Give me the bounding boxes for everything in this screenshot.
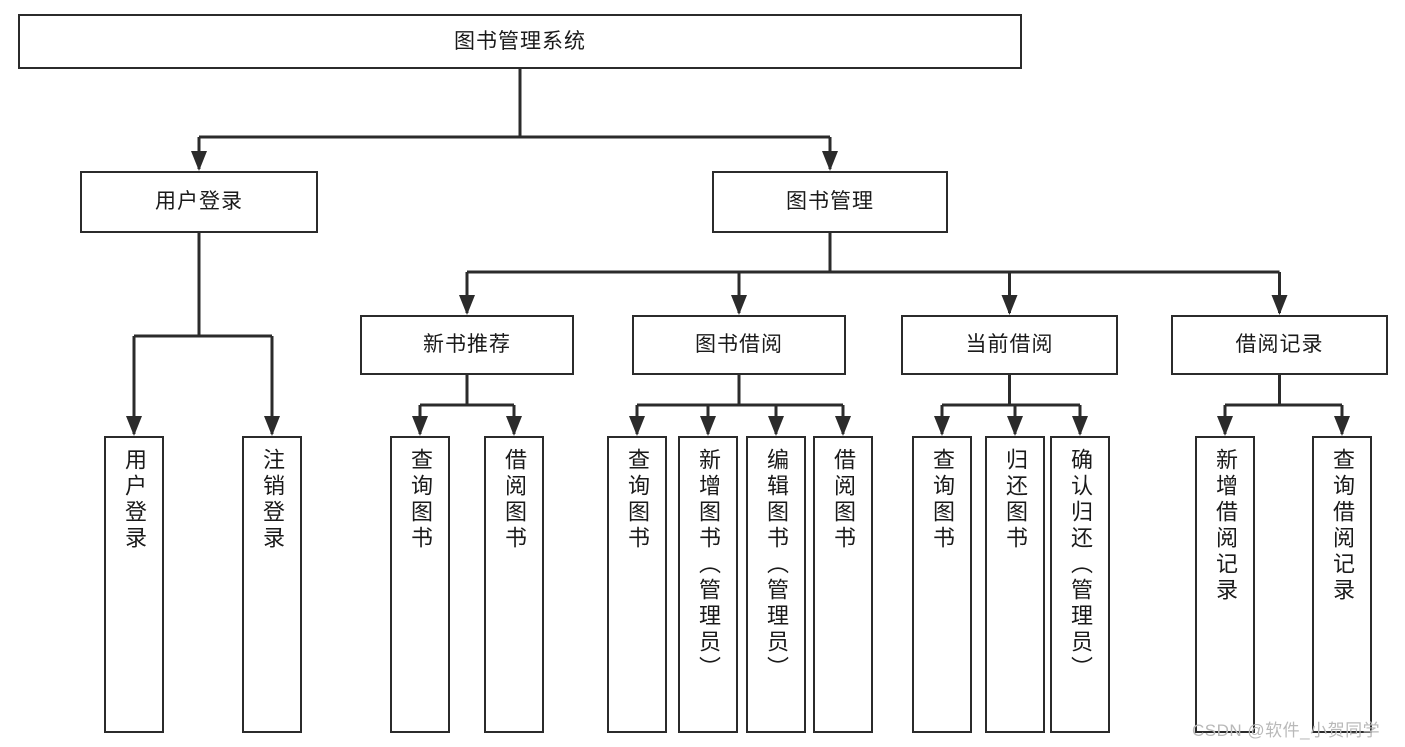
node-new-book-recommend[interactable]: 新书推荐: [360, 315, 574, 375]
node-book-borrow[interactable]: 图书借阅: [632, 315, 846, 375]
arrowhead-book-manage: [822, 151, 838, 171]
node-label-leaf-query-book-borrow: 查询图书: [625, 448, 650, 552]
arrowhead-user-login: [191, 151, 207, 171]
node-label-book-manage: 图书管理: [786, 190, 874, 213]
node-leaf-user-login[interactable]: 用户登录: [104, 436, 164, 733]
node-label-leaf-return-book: 归还图书: [1003, 448, 1028, 552]
node-label-book-borrow: 图书借阅: [695, 333, 783, 356]
arrowhead-leaf-logout: [264, 416, 280, 436]
arrowhead-leaf-query-book-borrow: [629, 416, 645, 436]
arrowhead-leaf-query-borrow-record: [1334, 416, 1350, 436]
arrowhead-new-book-recommend: [459, 295, 475, 315]
arrowhead-borrow-record: [1271, 295, 1288, 315]
node-label-leaf-add-book-admin: 新增图书（管理员）: [696, 448, 721, 682]
node-leaf-logout[interactable]: 注销登录: [242, 436, 302, 733]
arrowhead-leaf-query-book-new: [412, 416, 428, 436]
node-label-leaf-add-borrow-record: 新增借阅记录: [1213, 448, 1238, 604]
arrowhead-leaf-borrow-book: [835, 416, 851, 436]
arrowhead-leaf-add-book-admin: [700, 416, 716, 436]
node-label-leaf-user-login: 用户登录: [122, 448, 147, 552]
node-leaf-confirm-return-admin[interactable]: 确认归还（管理员）: [1050, 436, 1110, 733]
node-current-borrow[interactable]: 当前借阅: [901, 315, 1118, 375]
node-root[interactable]: 图书管理系统: [18, 14, 1022, 69]
node-label-current-borrow: 当前借阅: [965, 333, 1054, 356]
node-leaf-return-book[interactable]: 归还图书: [985, 436, 1045, 733]
node-label-leaf-confirm-return-admin: 确认归还（管理员）: [1068, 448, 1093, 682]
node-label-borrow-record: 借阅记录: [1235, 333, 1324, 356]
node-label-leaf-borrow-book-new: 借阅图书: [502, 448, 527, 552]
node-label-user-login: 用户登录: [155, 190, 243, 213]
node-label-leaf-query-book-new: 查询图书: [408, 448, 433, 552]
arrowhead-book-borrow: [731, 295, 747, 315]
node-label-new-book-recommend: 新书推荐: [423, 333, 511, 356]
arrowhead-leaf-edit-book-admin: [768, 416, 784, 436]
node-leaf-borrow-book[interactable]: 借阅图书: [813, 436, 873, 733]
node-label-leaf-query-borrow-record: 查询借阅记录: [1330, 448, 1355, 604]
node-leaf-query-book-current[interactable]: 查询图书: [912, 436, 972, 733]
node-leaf-add-book-admin[interactable]: 新增图书（管理员）: [678, 436, 738, 733]
node-label-leaf-edit-book-admin: 编辑图书（管理员）: [764, 448, 789, 682]
arrowhead-leaf-query-book-current: [934, 416, 950, 436]
watermark-text: CSDN @软件_小贺同学: [1192, 721, 1381, 740]
arrowhead-leaf-user-login: [126, 416, 142, 436]
node-book-manage[interactable]: 图书管理: [712, 171, 948, 233]
node-label-root: 图书管理系统: [454, 29, 586, 53]
node-label-leaf-borrow-book: 借阅图书: [831, 448, 856, 552]
node-leaf-edit-book-admin[interactable]: 编辑图书（管理员）: [746, 436, 806, 733]
node-user-login[interactable]: 用户登录: [80, 171, 318, 233]
arrowhead-leaf-borrow-book-new: [506, 416, 522, 436]
node-leaf-borrow-book-new[interactable]: 借阅图书: [484, 436, 544, 733]
node-borrow-record[interactable]: 借阅记录: [1171, 315, 1388, 375]
arrowhead-leaf-add-borrow-record: [1217, 416, 1233, 436]
node-leaf-query-book-borrow[interactable]: 查询图书: [607, 436, 667, 733]
node-label-leaf-query-book-current: 查询图书: [930, 448, 955, 552]
arrowhead-current-borrow: [1001, 295, 1018, 315]
arrowhead-leaf-return-book: [1007, 416, 1023, 436]
arrowhead-leaf-confirm-return-admin: [1072, 416, 1088, 436]
node-label-leaf-logout: 注销登录: [260, 448, 285, 552]
node-leaf-query-book-new[interactable]: 查询图书: [390, 436, 450, 733]
node-leaf-query-borrow-record[interactable]: 查询借阅记录: [1312, 436, 1372, 733]
node-leaf-add-borrow-record[interactable]: 新增借阅记录: [1195, 436, 1255, 733]
